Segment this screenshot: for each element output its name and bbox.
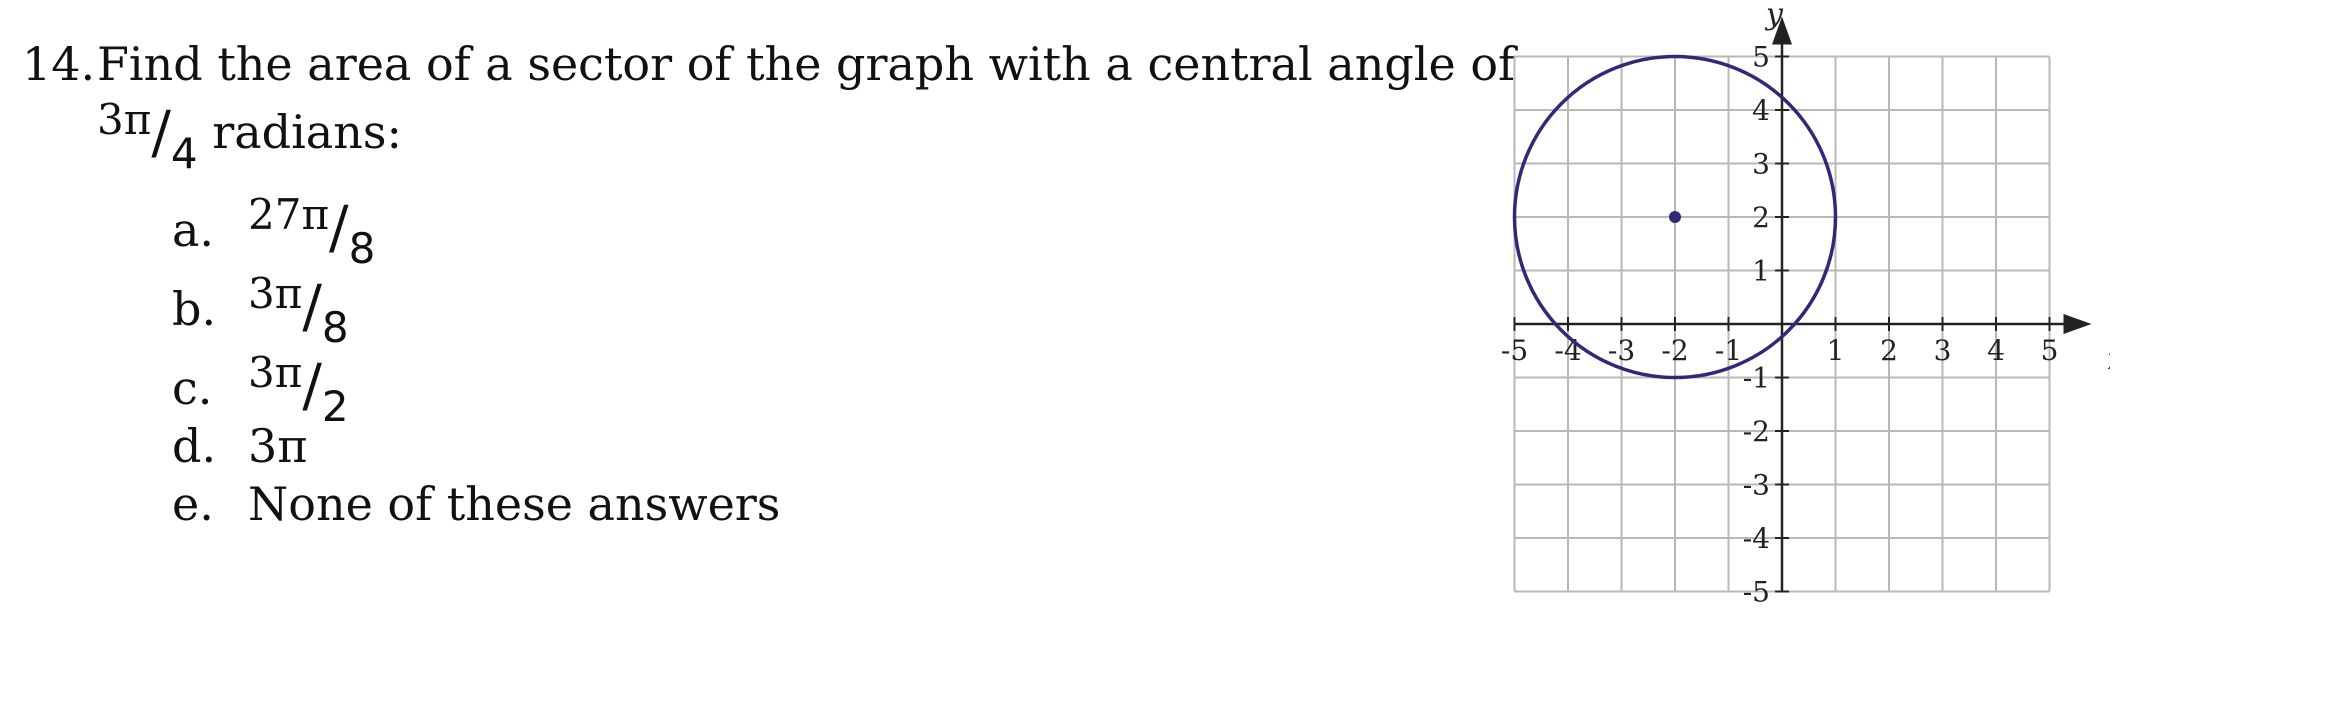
choice-b[interactable]: b. 3π/8 bbox=[172, 257, 780, 352]
angle-numerator: 3π bbox=[97, 95, 152, 144]
choice-letter: e. bbox=[172, 477, 214, 531]
fraction-slash: / bbox=[329, 193, 349, 261]
choice-c[interactable]: c. 3π/2 bbox=[172, 336, 780, 431]
y-tick-label: 1 bbox=[1752, 255, 1770, 288]
stem-radians-text: radians: bbox=[212, 105, 402, 159]
x-tick-label: -4 bbox=[1554, 334, 1581, 367]
choice-d[interactable]: d. 3π bbox=[172, 415, 780, 473]
choice-fraction: 3π/8 bbox=[248, 268, 349, 352]
y-axis-arrow bbox=[1772, 16, 1792, 45]
fraction-slash: / bbox=[151, 98, 171, 166]
x-tick-label: 2 bbox=[1880, 334, 1898, 367]
circle-curve bbox=[1512, 54, 1838, 380]
x-axis-arrow bbox=[2063, 314, 2092, 334]
question-14: 14.Find the area of a sector of the grap… bbox=[22, 34, 1515, 178]
fraction-slash: / bbox=[302, 272, 322, 340]
x-tick-label: 3 bbox=[1934, 334, 1952, 367]
x-tick-label: 1 bbox=[1827, 334, 1845, 367]
question-number: 14. bbox=[22, 37, 96, 91]
fraction-slash: / bbox=[302, 351, 322, 419]
choice-fraction: 3π/2 bbox=[248, 347, 349, 431]
choice-letter: b. bbox=[172, 282, 217, 336]
y-tick-label: 3 bbox=[1752, 148, 1770, 181]
y-tick-label: 4 bbox=[1752, 94, 1770, 127]
y-tick-label: -2 bbox=[1743, 415, 1770, 448]
choice-text: None of these answers bbox=[248, 477, 781, 531]
answer-choices: a. 27π/8 b. 3π/8 c. 3π/2 d. 3π e. None o… bbox=[172, 178, 780, 531]
x-tick-label: 5 bbox=[2041, 334, 2059, 367]
circle-center-point bbox=[1669, 211, 1681, 223]
choice-letter: d. bbox=[172, 419, 217, 473]
choice-numerator: 3π bbox=[248, 269, 303, 318]
y-tick-label: 2 bbox=[1752, 201, 1770, 234]
choice-letter: a. bbox=[172, 203, 215, 257]
y-axis-label: y bbox=[1764, 0, 1784, 32]
y-tick-label: -5 bbox=[1743, 576, 1770, 609]
choice-a[interactable]: a. 27π/8 bbox=[172, 178, 780, 273]
choice-fraction: 27π/8 bbox=[248, 189, 375, 273]
graph-svg: -5 -4 -3 -2 -1 1 2 3 4 5 5 4 3 2 1 -1 -2 -3 -4 -5 x y bbox=[1501, 0, 2125, 609]
choice-letter: c. bbox=[172, 361, 213, 415]
y-tick-label: -4 bbox=[1743, 522, 1770, 555]
x-tick-label: -3 bbox=[1608, 334, 1635, 367]
angle-denominator: 4 bbox=[170, 129, 198, 178]
y-tick-label: 5 bbox=[1752, 41, 1770, 74]
x-tick-label: 4 bbox=[1987, 334, 2005, 367]
x-tick-label: -2 bbox=[1661, 334, 1688, 367]
choice-denominator: 2 bbox=[321, 382, 349, 431]
question-stem: 14.Find the area of a sector of the grap… bbox=[22, 34, 1515, 94]
choice-numerator: 27π bbox=[248, 190, 330, 239]
choice-text: 3π bbox=[248, 419, 308, 473]
y-tick-label: -1 bbox=[1743, 362, 1770, 395]
choice-e[interactable]: e. None of these answers bbox=[172, 473, 780, 531]
stem-angle-line: 3π/4 radians: bbox=[97, 94, 1452, 178]
choice-denominator: 8 bbox=[321, 303, 349, 352]
x-tick-label: -1 bbox=[1715, 334, 1742, 367]
choice-denominator: 8 bbox=[348, 224, 376, 273]
coordinate-graph: -5 -4 -3 -2 -1 1 2 3 4 5 5 4 3 2 1 -1 -2 -3 -4 -5 x y bbox=[1490, 0, 2125, 620]
angle-fraction: 3π/4 bbox=[97, 94, 198, 178]
y-tick-label: -3 bbox=[1743, 469, 1770, 502]
x-tick-label: -5 bbox=[1501, 334, 1528, 367]
choice-numerator: 3π bbox=[248, 348, 303, 397]
stem-text: Find the area of a sector of the graph w… bbox=[97, 37, 1516, 91]
x-axis-label: x bbox=[2108, 342, 2111, 377]
